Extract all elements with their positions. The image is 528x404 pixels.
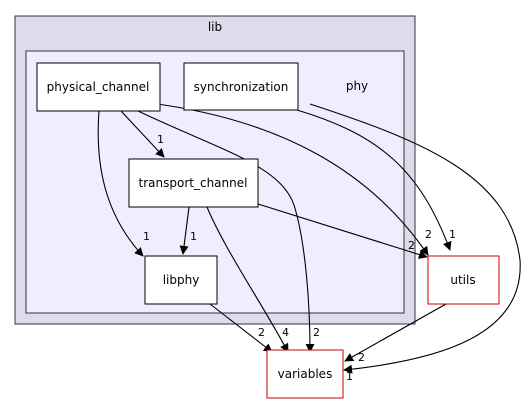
edge-utils-to-variables[interactable]: 2 [344,303,447,364]
edge-label: 1 [449,228,456,241]
edges: 1 1 2 2 1 1 1 2 [97,102,521,383]
edge-physical-channel-to-transport-channel[interactable]: 1 [120,110,165,158]
cluster-phy-label: phy [346,79,368,93]
node-label: libphy [163,273,200,287]
edge-physical-channel-to-variables[interactable]: 2 [137,110,320,353]
edge-synchronization-to-variables[interactable]: 1 [309,103,521,383]
edge-physical-channel-to-libphy[interactable]: 1 [97,110,150,257]
edge-label: 1 [143,230,150,243]
edge-transport-channel-to-variables[interactable]: 4 [206,206,289,353]
edge-label: 4 [282,326,289,339]
node-variables[interactable]: variables [266,349,344,399]
node-libphy[interactable]: libphy [144,255,218,305]
edge-libphy-to-variables[interactable]: 2 [209,303,273,353]
edge-physical-channel-to-utils[interactable]: 2 [149,102,432,256]
node-label: synchronization [194,80,289,94]
nodes: physical_channel synchronization transpo… [36,62,500,399]
node-label: utils [450,273,475,287]
edge-label: 2 [258,326,265,339]
edge-transport-channel-to-libphy[interactable]: 1 [179,206,197,255]
edge-label: 2 [425,228,432,241]
edge-label: 1 [346,370,353,383]
edge-label: 1 [190,230,197,243]
edge-label: 1 [157,133,164,146]
node-label: transport_channel [139,176,248,190]
node-utils[interactable]: utils [427,255,500,305]
node-label: physical_channel [47,80,150,94]
cluster-lib-label: lib [208,20,222,34]
node-label: variables [278,367,333,381]
node-synchronization[interactable]: synchronization [183,62,299,111]
node-transport-channel[interactable]: transport_channel [128,158,259,208]
node-physical-channel[interactable]: physical_channel [36,62,161,112]
edge-label: 2 [358,351,365,364]
edge-label: 2 [313,326,320,339]
edge-label: 2 [408,239,415,252]
edge-synchronization-to-utils[interactable]: 1 [296,109,456,251]
edge-transport-channel-to-utils[interactable]: 2 [257,203,428,259]
